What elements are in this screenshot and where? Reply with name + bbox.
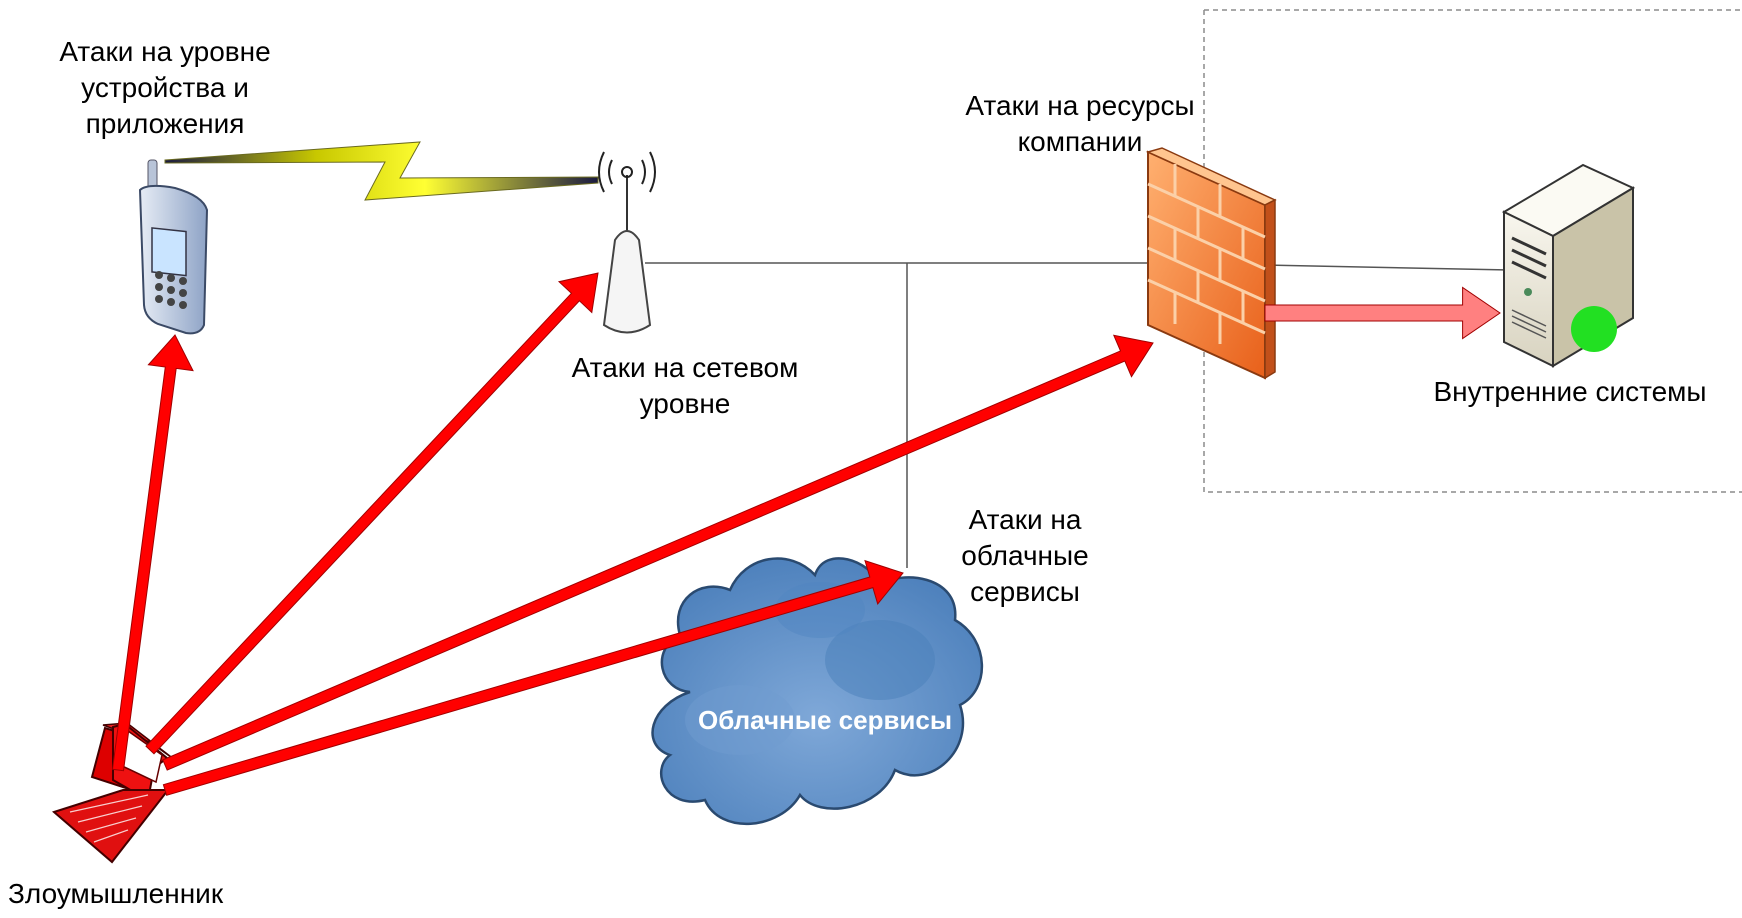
device-attacks-line-3: приложения xyxy=(85,108,245,139)
company-attacks-label: Атаки на ресурсы компании xyxy=(960,88,1200,160)
server-icon xyxy=(1501,163,1636,368)
cloud-attacks-line-2: облачные xyxy=(961,540,1089,571)
network-attacks-line-1: Атаки на сетевом xyxy=(571,352,799,383)
server-status-dot xyxy=(1571,306,1617,352)
attack-arrows xyxy=(111,272,1154,796)
internal-arrow xyxy=(1264,286,1501,340)
wireless-link-bolt xyxy=(164,141,599,201)
network-attacks-line-2: уровне xyxy=(639,388,731,419)
device-attacks-line-1: Атаки на уровне xyxy=(59,36,271,67)
attacker-label: Злоумышленник xyxy=(8,878,224,909)
arrow-to-network xyxy=(145,272,599,755)
arrow-to-cloud xyxy=(162,559,904,796)
network-lines xyxy=(645,262,1511,568)
firewall-icon xyxy=(1145,147,1277,380)
device-attacks-line-2: устройства и xyxy=(81,72,249,103)
cloud-attacks-line-3: сервисы xyxy=(970,576,1080,607)
network-attacks-label: Атаки на сетевом уровне xyxy=(565,350,805,422)
mobile-phone-icon xyxy=(138,159,209,335)
cloud-attacks-line-1: Атаки на xyxy=(968,504,1082,535)
arrow-to-internal-systems xyxy=(1264,286,1501,340)
device-attacks-label: Атаки на уровне устройства и приложения xyxy=(50,34,280,142)
cloud-services-label: Облачные сервисы xyxy=(698,705,953,735)
company-boundary xyxy=(1203,9,1742,493)
company-attacks-line-2: компании xyxy=(1017,126,1143,157)
cloud-attacks-label: Атаки на облачные сервисы xyxy=(945,502,1105,610)
wifi-antenna-icon xyxy=(598,151,656,334)
internal-systems-label: Внутренние системы xyxy=(1433,376,1707,407)
company-attacks-line-1: Атаки на ресурсы xyxy=(965,90,1195,121)
arrow-to-device xyxy=(111,334,194,772)
arrow-to-company xyxy=(162,334,1154,771)
